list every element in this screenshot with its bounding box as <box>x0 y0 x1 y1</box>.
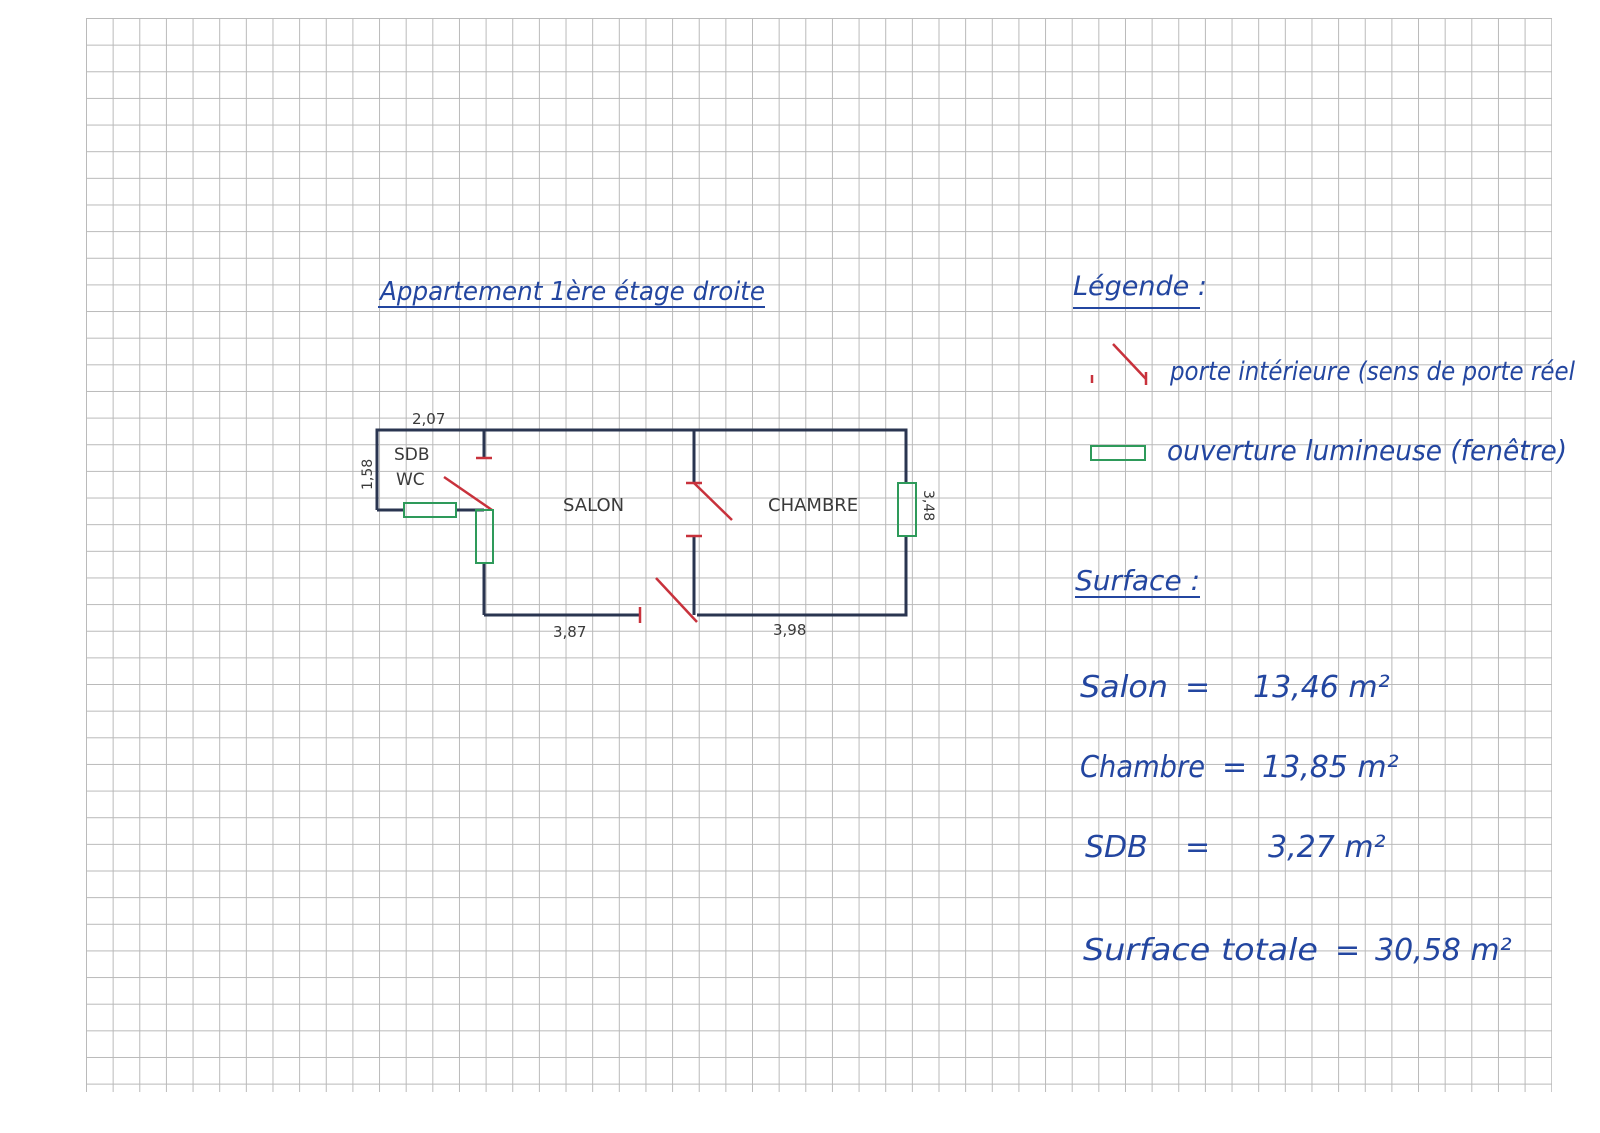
surface-sdb-value: 3,27 m² <box>1268 830 1386 865</box>
window-icon <box>897 482 917 537</box>
surface-salon-eq: = <box>1185 670 1210 705</box>
windows <box>403 482 917 564</box>
surface-total-label: Surface totale <box>1083 933 1318 968</box>
room-label-sdb: SDB <box>394 445 430 465</box>
dimension-chambre-width: 3,98 <box>773 621 806 639</box>
dimension-sdb-height: 1,58 <box>360 459 376 490</box>
outer-wall-top <box>375 428 908 510</box>
outer-wall-right-bottom <box>697 536 908 617</box>
dimension-chambre-height: 3,48 <box>920 490 936 521</box>
door-icon <box>693 482 733 521</box>
surface-title: Surface : <box>1075 564 1200 597</box>
doors <box>443 456 733 623</box>
window-icon <box>475 509 494 564</box>
door-icon <box>655 577 698 623</box>
window-icon <box>1090 445 1146 461</box>
surface-salon-label: Salon <box>1080 670 1168 705</box>
surface-chambre-eq: = <box>1222 750 1247 785</box>
surface-chambre-value: 13,85 m² <box>1262 750 1399 785</box>
door-icon <box>443 475 493 512</box>
door-icon <box>1090 343 1148 385</box>
surface-chambre-label: Chambre <box>1080 750 1205 785</box>
surface-sdb-eq: = <box>1185 830 1210 865</box>
legend-item-window-label: ouverture lumineuse (fenêtre) <box>1167 434 1567 467</box>
grid-background <box>86 18 1552 1092</box>
room-label-salon: SALON <box>563 495 624 516</box>
plan-title: Appartement 1ère étage droite <box>378 277 765 307</box>
dimension-salon-width: 3,87 <box>553 623 586 641</box>
dimension-sdb-width: 2,07 <box>412 410 445 428</box>
surface-salon-value: 13,46 m² <box>1253 670 1390 705</box>
legend-title: Légende : <box>1073 271 1207 302</box>
legend-item-door-label: porte intérieure (sens de porte réel <box>1169 357 1576 387</box>
window-icon <box>403 502 457 518</box>
walls <box>375 428 908 617</box>
surface-total-value: 30,58 m² <box>1375 933 1512 968</box>
room-label-chambre: CHAMBRE <box>768 495 858 516</box>
room-label-wc: WC <box>396 470 425 490</box>
surface-sdb-label: SDB <box>1085 830 1148 865</box>
surface-total-eq: = <box>1335 933 1360 968</box>
